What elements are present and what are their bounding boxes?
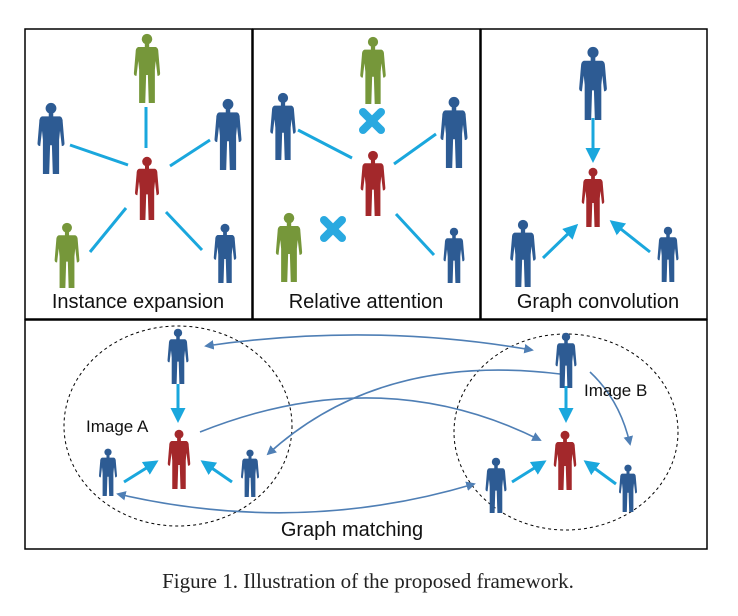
person-silhouette-icon: [657, 226, 679, 282]
person-silhouette-icon: [54, 222, 80, 288]
arrow: [609, 220, 651, 254]
image-b-label: Image B: [584, 381, 647, 400]
arrow: [123, 460, 159, 484]
matching-arrow: [116, 481, 476, 514]
panel-label: Instance expansion: [52, 291, 224, 313]
arrow: [511, 460, 547, 484]
panel-border: [24, 319, 708, 550]
panel-graph-matching: Image A Image B Graph matching: [24, 319, 708, 550]
arrow: [200, 460, 233, 484]
panel-label: Relative attention: [289, 291, 444, 313]
person-silhouette-icon: [553, 430, 577, 490]
arrow: [583, 460, 617, 486]
person-silhouette-icon: [167, 429, 191, 489]
cross-icon: [359, 108, 385, 134]
cross-icon: [320, 216, 346, 242]
edge: [394, 212, 436, 257]
arrows: [541, 118, 651, 260]
edge: [88, 207, 128, 253]
intra-graph-arrows: [123, 384, 617, 486]
person-silhouette-icon: [37, 102, 65, 174]
panel-border: [480, 28, 708, 320]
person-silhouette-icon: [440, 96, 468, 168]
panel-border: [252, 28, 481, 320]
person-silhouette-icon: [485, 457, 507, 513]
figure-caption: Figure 1. Illustration of the proposed f…: [162, 569, 574, 593]
panel-label: Graph matching: [281, 519, 423, 541]
person-silhouette-icon: [619, 464, 637, 512]
matching-arrow: [204, 334, 534, 354]
person-silhouette-icon: [555, 332, 577, 388]
person-silhouette-icon: [241, 449, 259, 497]
edge: [169, 138, 211, 168]
person-silhouette-icon: [360, 150, 386, 216]
person-silhouette-icon: [133, 33, 161, 103]
panel-graph-convolution: Graph convolution: [480, 28, 708, 320]
person-silhouette-icon: [443, 227, 465, 283]
person-silhouette-icon: [510, 219, 536, 287]
panel-relative-attention: Relative attention: [252, 28, 481, 320]
image-a-circle: [63, 325, 293, 527]
matching-arrow: [589, 371, 633, 446]
matching-arrow: [199, 397, 542, 441]
person-silhouette-icon: [213, 223, 237, 283]
panel-border: [24, 28, 253, 320]
matching-arrow: [266, 369, 561, 456]
person-silhouette-icon: [579, 46, 607, 120]
edge: [69, 143, 129, 167]
panel-label: Graph convolution: [517, 291, 679, 313]
matching-arrows: [116, 334, 633, 514]
person-silhouette-icon: [99, 448, 117, 496]
edges: [69, 107, 211, 253]
person-silhouette-icon: [214, 98, 242, 170]
arrow: [541, 223, 579, 260]
edge: [297, 128, 353, 160]
person-silhouette-icon: [270, 92, 296, 160]
person-silhouette-icon: [135, 156, 159, 220]
edge: [164, 210, 204, 252]
edge: [393, 132, 437, 166]
person-silhouette-icon: [360, 36, 386, 104]
image-a-label: Image A: [86, 417, 149, 436]
panel-instance-expansion: Instance expansion: [24, 28, 253, 320]
person-silhouette-icon: [275, 212, 303, 282]
person-silhouette-icon: [167, 328, 189, 384]
edges: [297, 128, 437, 257]
person-silhouette-icon: [581, 167, 605, 227]
